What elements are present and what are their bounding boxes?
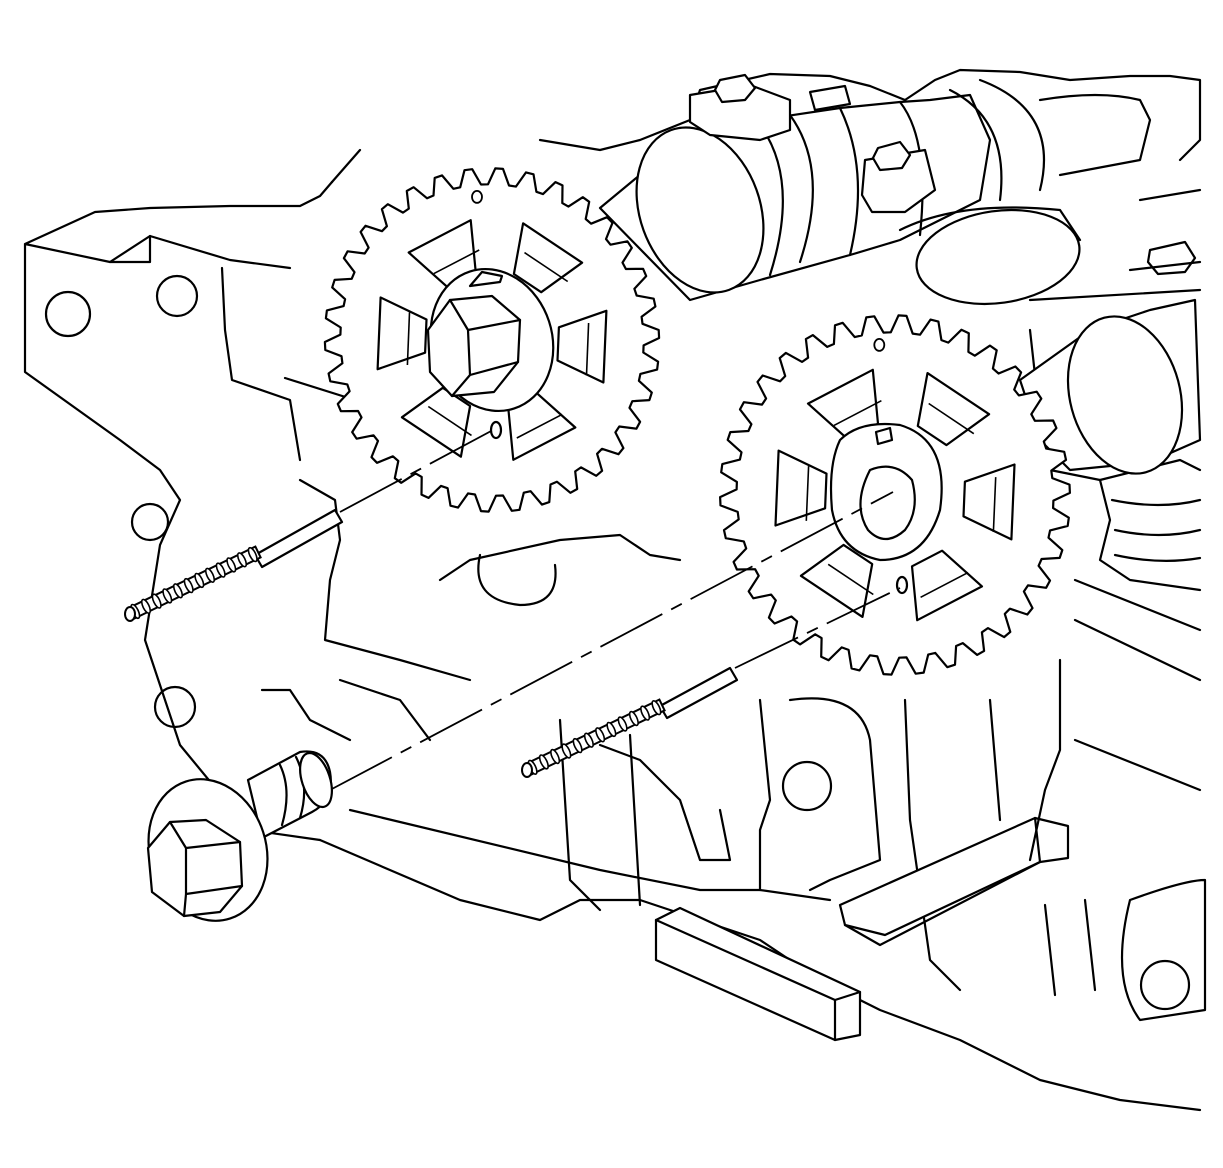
thread-ring [606,721,617,738]
bolt-tip [299,751,333,809]
mount-hole [781,760,833,812]
thread-ring [583,732,594,748]
timing-hole [873,337,886,352]
exhaust-sprocket-hub [829,422,943,562]
thread-ring [172,583,184,599]
sprocket-window-bevel [585,322,590,376]
intake-sprocket-hub [426,267,555,413]
casting-recess [477,553,557,607]
camshafts [598,73,1202,475]
thread-ring [628,710,639,727]
left-bracket-housing [23,180,334,842]
bearing-cap [688,83,792,142]
hub-dowel-notch [874,426,894,446]
pin-tip [124,606,136,622]
thread-ring [538,754,549,770]
pin-shank [253,508,344,569]
mount-hole [130,502,170,542]
thread-ring [651,700,662,716]
thread-ring [204,567,216,583]
sprocket-window [799,543,874,618]
thread-ring [140,598,152,614]
cam-lobe [915,208,1081,306]
sprocket-window-bevel [406,312,411,366]
mount-hole [44,290,92,338]
sprocket-window [512,222,584,294]
thread-ring [561,743,572,759]
mount-hole [153,685,197,729]
bolt-axis-line [329,491,894,791]
bolt-head [713,73,757,104]
pin-tip [521,762,533,778]
mount-hole [1139,959,1191,1011]
bolt-head [1146,240,1197,276]
sprocket-window [962,463,1016,541]
sprocket-window-bevel [524,251,569,283]
sprocket-window-bevel [833,399,882,427]
thread-ring [617,716,628,732]
mount-hole [155,274,199,318]
intake-camshaft-end [635,126,765,294]
thread-ring [226,557,237,573]
thread-ring [215,562,226,578]
sprocket-window [910,549,984,622]
timing-hole [471,189,483,204]
sprocket-window [376,296,428,371]
sprocket-window [774,449,828,527]
locating-key [654,906,862,1042]
sprocket-window-bevel [992,477,997,532]
exhaust-camshaft-end [1066,315,1184,475]
thread-ring [595,727,606,743]
sprocket-window [916,372,991,447]
hub-bore [859,465,916,541]
sprocket-window-bevel [805,466,810,521]
alignment-pin-right [521,575,909,778]
thread-ring [236,552,248,568]
thread-ring [183,577,194,594]
pin-axis-line [339,429,494,513]
thread-ring [572,737,583,754]
pin-axis-line [734,587,901,669]
sprocket-window-bevel [827,563,874,596]
thread-ring [640,705,651,721]
bolt-head [871,140,912,172]
sprocket-window-bevel [427,405,472,437]
sprocket-window [556,309,608,384]
thread-ring [194,572,205,589]
pin-hole [489,420,503,440]
sprocket-bolt [146,750,333,922]
pin-shank [658,666,739,720]
sprocket-window-bevel [920,571,969,599]
thread-ring [151,593,162,609]
pin-hole [895,575,909,595]
hub-key [468,270,504,288]
rocker-arm-lever [838,816,1070,937]
thread-ring [550,748,561,765]
thread-ring [247,546,258,563]
bolt-hex-head [146,818,244,918]
sprocket-window-bevel [928,402,975,435]
sprocket-window-bevel [433,249,480,275]
alignment-pin-left [124,420,503,622]
sprocket-window-bevel [516,413,563,439]
thread-ring [162,588,173,604]
